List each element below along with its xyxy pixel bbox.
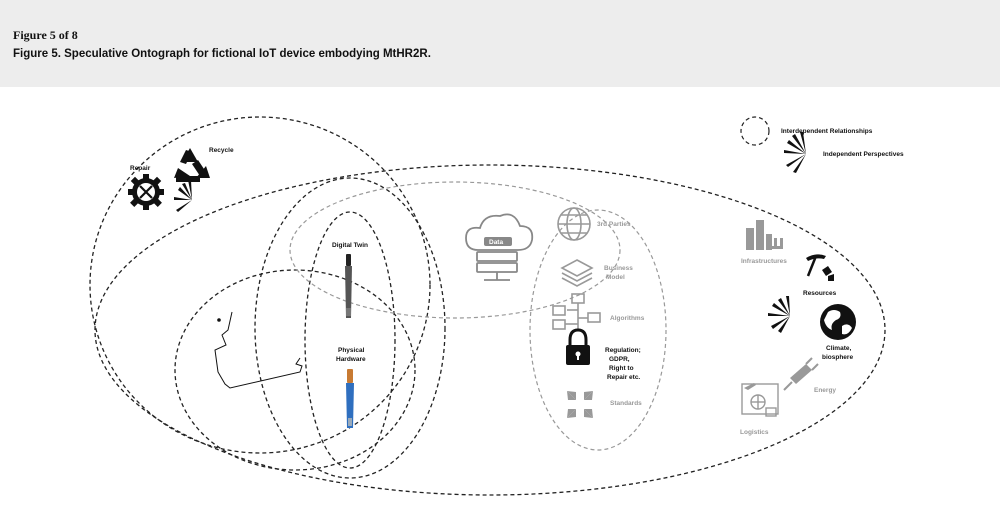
data-label: Data <box>489 239 503 246</box>
climate-label-2: biosphere <box>822 354 853 361</box>
ecosystem-dot <box>217 318 221 322</box>
climate-perspective-icon <box>768 296 790 333</box>
figure-caption: Figure 5. Speculative Ontograph for fict… <box>13 48 431 60</box>
climate-globe-icon <box>820 304 856 340</box>
logistics-label: Logistics <box>740 429 769 436</box>
services-ellipse <box>529 209 667 451</box>
cloud-server-icon <box>465 213 534 281</box>
logistics-icon <box>741 383 779 417</box>
resources-pickaxe-icon <box>806 254 834 281</box>
regulation-lock-icon <box>566 328 590 365</box>
legend-interdependent-icon <box>740 116 770 146</box>
business-model-label-1: Business <box>604 265 633 272</box>
logistics-plane-icon <box>744 383 756 390</box>
digital-twin-label: Digital Twin <box>332 242 368 249</box>
recycle-label: Recycle <box>209 147 234 154</box>
ecosystem-path-line <box>214 311 303 389</box>
regulation-label-2: GDPR, <box>609 356 630 363</box>
globe-icon <box>557 207 591 241</box>
hardware-ellipse <box>174 269 416 471</box>
data-badge <box>484 237 512 246</box>
physical-toothbrush-icon <box>346 369 354 428</box>
figure-header: Figure 5 of 8 Figure 5. Speculative Onto… <box>0 0 1000 87</box>
standards-label: Standards <box>610 400 642 407</box>
recycle-icon <box>174 148 210 182</box>
resources-label: Resources <box>803 290 837 297</box>
legend-interdependent-label: Interdependent Relationships <box>781 128 873 135</box>
digital-twin-toothbrush-icon <box>345 254 352 318</box>
outer-ecosystem-ellipse <box>94 164 886 496</box>
business-model-label-2: Model <box>606 274 625 281</box>
climate-label-1: Climate, <box>826 345 851 352</box>
figure-number: Figure 5 of 8 <box>13 28 78 42</box>
legend-independent-icon <box>784 132 806 173</box>
energy-label: Energy <box>814 387 836 394</box>
business-model-layers-icon <box>560 259 594 287</box>
infrastructures-label: Infrastructures <box>741 258 787 265</box>
energy-plug-icon <box>783 357 819 391</box>
repair-gear-icon <box>128 174 164 210</box>
algorithms-label: Algorithms <box>610 315 645 322</box>
repair-label: Repair <box>130 165 151 172</box>
repair-perspective-icon <box>174 180 192 212</box>
repair-recycle-ellipse <box>89 116 431 454</box>
regulation-label-4: Repair etc. <box>607 374 640 381</box>
standards-arrows-icon <box>567 391 593 418</box>
physical-label-1: Physical <box>338 347 365 354</box>
infrastructures-icon <box>746 220 783 250</box>
data-cloud-ellipse <box>289 181 621 319</box>
algorithms-hierarchy-icon <box>552 293 601 330</box>
legend-independent-label: Independent Perspectives <box>823 151 904 158</box>
third-parties-label: 3rd Parties <box>597 221 631 228</box>
physical-label-2: Hardware <box>336 356 366 363</box>
regulation-label-1: Regulation; <box>605 347 641 354</box>
hardware-twin-ellipse <box>304 211 396 469</box>
twin-ellipse <box>254 177 446 479</box>
regulation-label-3: Right to <box>609 365 634 372</box>
